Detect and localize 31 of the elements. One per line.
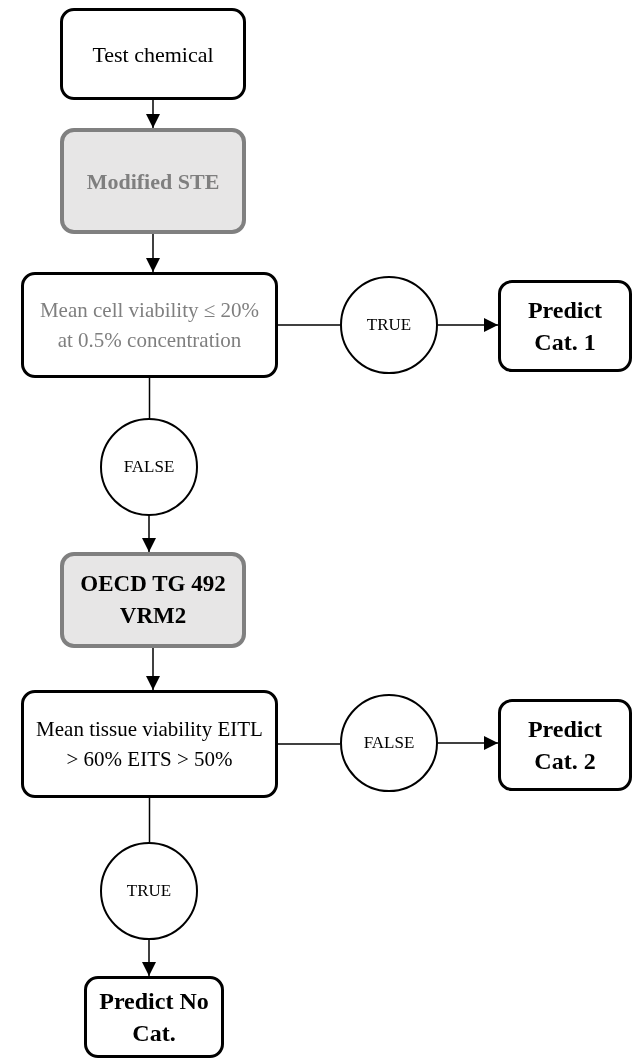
node-label: Mean tissue viability EITL > 60% EITS > 50% bbox=[35, 716, 264, 773]
process-box bbox=[21, 690, 278, 798]
arrow bbox=[146, 99, 160, 129]
node-label: TRUE bbox=[126, 880, 172, 903]
node-label: Mean cell viability ≤ 20% at 0.5% concentration bbox=[38, 297, 261, 354]
arrow bbox=[437, 736, 499, 750]
arrow bbox=[142, 939, 156, 977]
connector-line bbox=[277, 743, 341, 745]
prediction-box bbox=[498, 699, 632, 791]
arrow bbox=[146, 647, 160, 691]
process-box bbox=[21, 272, 278, 378]
method-box bbox=[60, 552, 246, 648]
node-label: TRUE bbox=[366, 314, 412, 337]
node-label: FALSE bbox=[123, 456, 175, 479]
connector-line bbox=[277, 324, 341, 326]
method-box bbox=[60, 128, 246, 234]
arrow bbox=[146, 233, 160, 273]
node-label: OECD TG 492 VRM2 bbox=[79, 570, 227, 630]
node-label: Predict No Cat. bbox=[98, 987, 210, 1048]
node-label: Test chemical bbox=[92, 40, 214, 69]
node-label: Predict Cat. 1 bbox=[526, 296, 604, 357]
node-label: Predict Cat. 2 bbox=[526, 715, 604, 776]
arrow bbox=[437, 318, 499, 332]
connector-line bbox=[148, 797, 151, 843]
prediction-box bbox=[84, 976, 224, 1058]
node-label: FALSE bbox=[363, 732, 415, 755]
process-box bbox=[60, 8, 246, 100]
arrow bbox=[142, 515, 156, 553]
connector-line bbox=[148, 377, 151, 419]
node-label: Modified STE bbox=[86, 167, 220, 196]
prediction-box bbox=[498, 280, 632, 372]
